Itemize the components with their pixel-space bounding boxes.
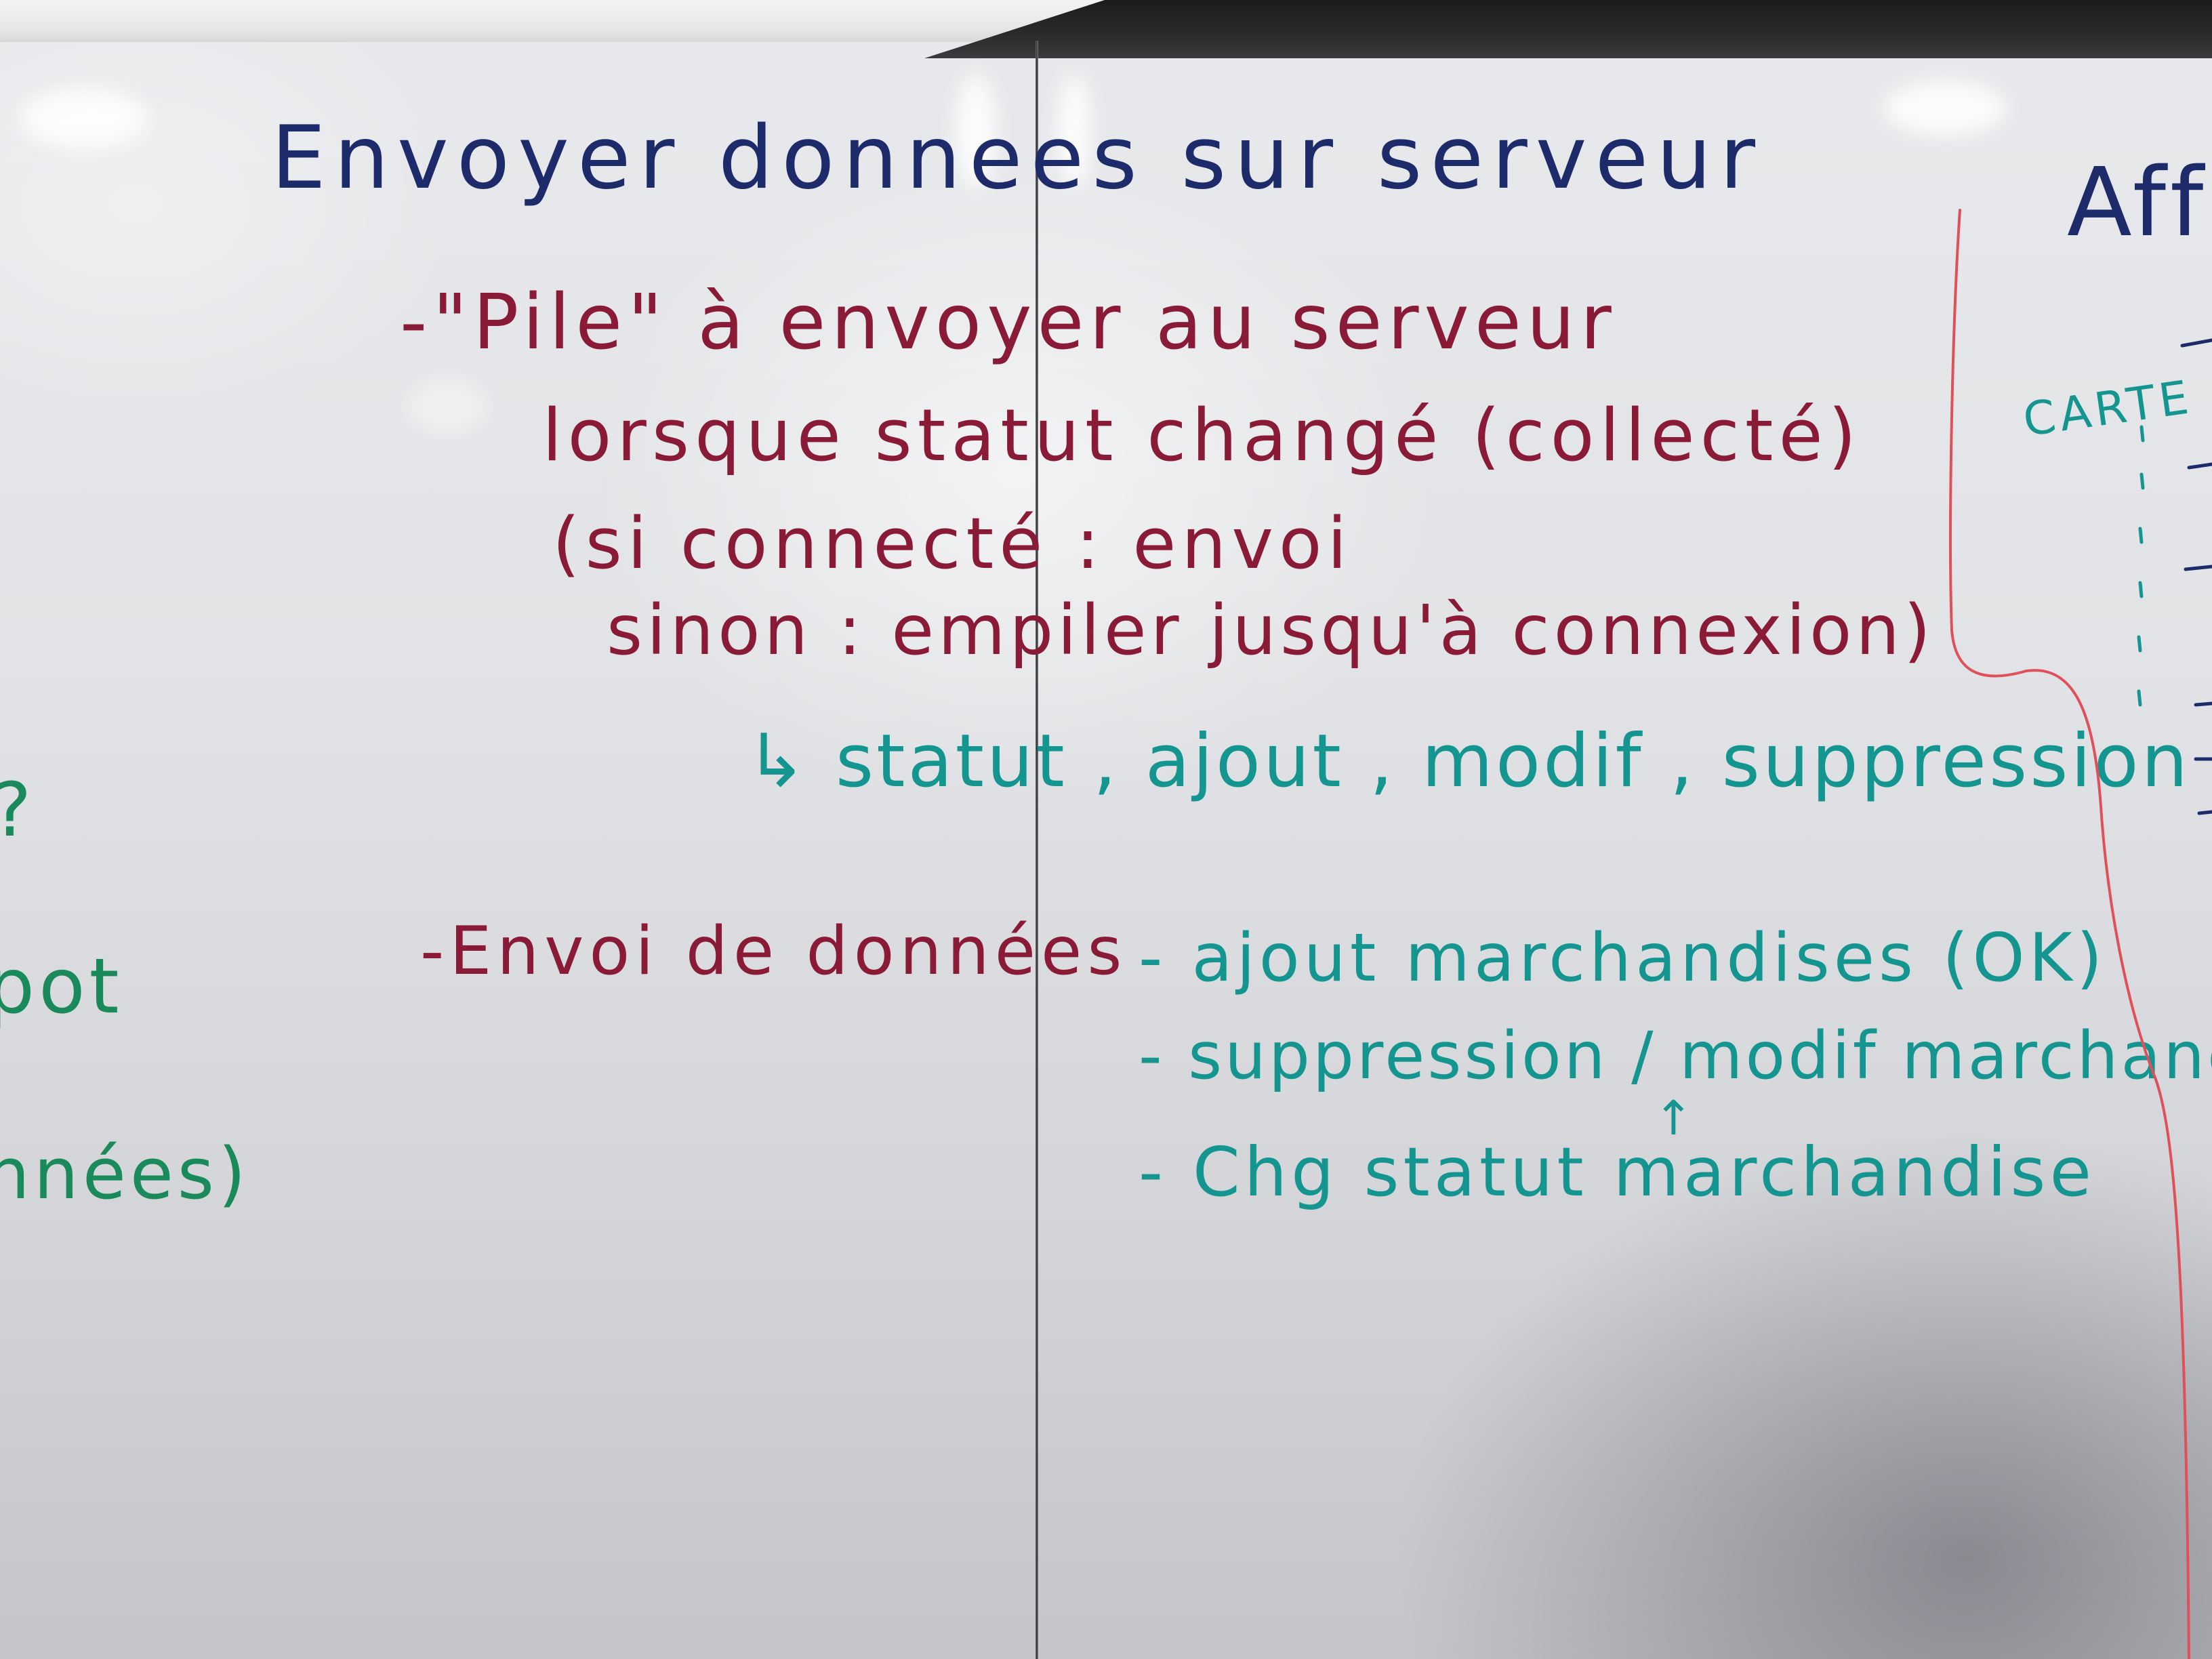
data-sending-bullet: -Envoi de données [420, 913, 1128, 990]
modify-up-arrow: ↑ [1654, 1090, 1698, 1146]
left-fragment-question: ? [0, 773, 35, 847]
status-change-line: lorsque statut changé (collecté) [542, 394, 1862, 477]
status-actions-line: ↳ statut , ajout , modif , suppression [745, 719, 2191, 804]
light-glare [956, 75, 996, 190]
stack-bullet: -"Pile" à envoyer au serveur [400, 279, 1617, 367]
light-glare [1057, 75, 1091, 190]
connected-line: (si connecté : envoi [552, 502, 1353, 585]
light-glare [407, 380, 488, 434]
left-fragment-donnees: nnées) [0, 1132, 250, 1215]
whiteboard-panel-seam [1036, 41, 1038, 1659]
left-fragment-pot: pot [0, 943, 123, 1031]
light-glare [1884, 81, 2006, 136]
sending-item-add: - ajout marchandises (OK) [1139, 920, 2107, 997]
right-heading-fragment: Affi [2067, 148, 2212, 258]
wall-shadow [924, 0, 2212, 58]
sending-item-delete-modify: - suppression / modif marchandises [1139, 1018, 2212, 1094]
sending-item-status-change: - Chg statut marchandise [1139, 1132, 2096, 1212]
board-title: Envoyer donnees sur serveur [271, 108, 1763, 209]
red-bracket-line [1949, 209, 2190, 1659]
light-glare [20, 88, 149, 149]
right-dash-marks [2137, 338, 2212, 815]
offline-line: sinon : empiler jusqu'à connexion) [607, 590, 1935, 671]
